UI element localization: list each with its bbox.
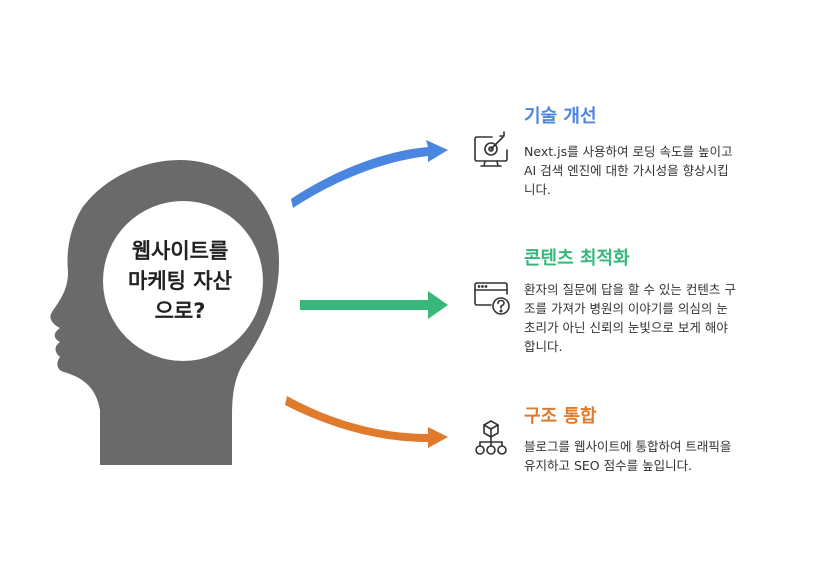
- arrow-content: [300, 291, 448, 319]
- desc-line: Next.js를 사용하여 로딩 속도를 높이고: [524, 144, 733, 159]
- center-question: 웹사이트를 마케팅 자산 으로?: [107, 236, 253, 326]
- desc-line: 블로그를 웹사이트에 통합하여 트래픽을: [524, 439, 732, 454]
- head-circle: [103, 201, 263, 361]
- center-line: 마케팅 자산: [128, 269, 232, 293]
- desc-line: 환자의 질문에 답을 할 수 있는 컨텐츠 구: [524, 282, 736, 297]
- item-title-content: 콘텐츠 최적화: [524, 248, 630, 269]
- item-desc-tech: Next.js를 사용하여 로딩 속도를 높이고 AI 검색 엔진에 대한 가시…: [524, 142, 764, 199]
- item-title-structure: 구조 통합: [524, 406, 597, 427]
- desc-line: 유지하고 SEO 점수를 높입니다.: [524, 458, 693, 473]
- hierarchy-cube-icon: [475, 420, 507, 455]
- target-monitor-icon: [474, 131, 508, 167]
- desc-line: 니다.: [524, 182, 551, 197]
- center-line: 으로?: [154, 299, 206, 323]
- arrow-tech: [291, 140, 448, 208]
- browser-question-icon: [474, 282, 510, 315]
- item-title-tech: 기술 개선: [524, 106, 597, 127]
- desc-line: 조를 가져가 병원의 이야기를 의심의 눈: [524, 301, 728, 316]
- desc-line: AI 검색 엔진에 대한 가시성을 향상시킵: [524, 163, 729, 178]
- desc-line: 합니다.: [524, 339, 563, 354]
- item-desc-content: 환자의 질문에 답을 할 수 있는 컨텐츠 구 조를 가져가 병원의 이야기를 …: [524, 280, 764, 356]
- arrow-structure: [285, 396, 448, 448]
- center-line: 웹사이트를: [131, 239, 229, 263]
- item-desc-structure: 블로그를 웹사이트에 통합하여 트래픽을 유지하고 SEO 점수를 높입니다.: [524, 437, 764, 475]
- desc-line: 초리가 아닌 신뢰의 눈빛으로 보게 해야: [524, 320, 728, 335]
